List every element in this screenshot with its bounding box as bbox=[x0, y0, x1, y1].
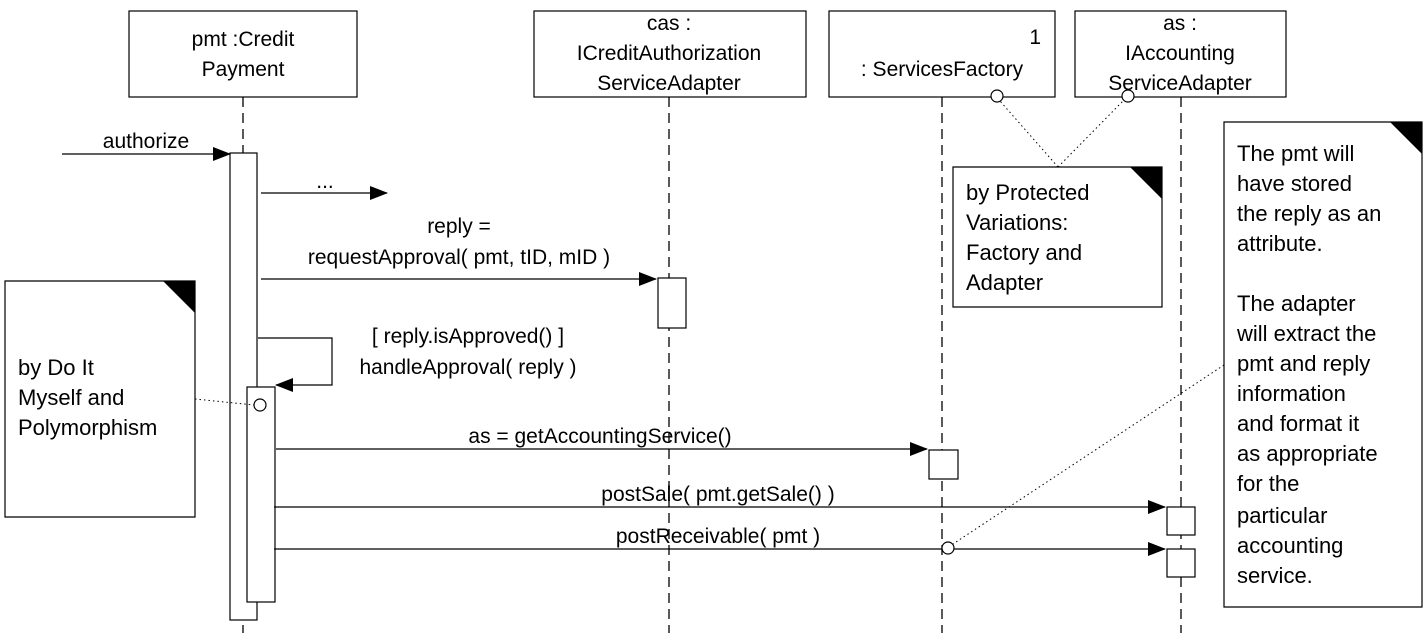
participant-as-line-3: ServiceAdapter bbox=[1108, 72, 1252, 95]
participant-cas: cas : ICreditAuthorization ServiceAdapte… bbox=[533, 10, 807, 98]
note-protected-variations-line-3: Factory and bbox=[966, 240, 1082, 265]
note-adapter-line-1: The pmt will bbox=[1237, 141, 1354, 166]
note-adapter-line-11: as appropriate bbox=[1237, 441, 1378, 466]
note-adapter-line-8: pmt and reply bbox=[1237, 351, 1370, 376]
participant-cas-line-2: ICreditAuthorization bbox=[577, 42, 761, 65]
note-anchor-circle bbox=[253, 398, 267, 412]
note-corner-icon bbox=[1390, 122, 1422, 154]
message-request-approval-line-2: requestApproval( pmt, tID, mID ) bbox=[308, 246, 610, 269]
participant-factory-multiplicity: 1 bbox=[1029, 26, 1041, 49]
note-do-it-myself-line-3: Polymorphism bbox=[18, 415, 157, 440]
participant-factory-label: : ServicesFactory bbox=[861, 58, 1024, 81]
message-handle-approval: [ reply.isApproved() ] handleApproval( r… bbox=[258, 325, 577, 392]
participant-as-line-1: as : bbox=[1163, 12, 1197, 35]
note-connector-do-it-myself bbox=[194, 398, 255, 406]
note-adapter-line-4: attribute. bbox=[1237, 231, 1323, 256]
note-anchor-circle bbox=[1121, 89, 1135, 103]
note-anchor-circle bbox=[990, 89, 1004, 103]
note-connector-as bbox=[1057, 100, 1124, 168]
message-request-approval-line-1: reply = bbox=[427, 215, 491, 238]
note-adapter-line-9: information bbox=[1237, 381, 1346, 406]
note-adapter-line-10: and format it bbox=[1237, 411, 1359, 436]
activation-as-1 bbox=[1166, 506, 1196, 536]
activation-cas bbox=[657, 277, 687, 329]
message-get-accounting-service-label: as = getAccountingService() bbox=[468, 425, 731, 448]
note-do-it-myself: by Do It Myself and Polymorphism bbox=[4, 280, 196, 518]
note-corner-icon bbox=[1130, 167, 1162, 199]
message-authorize-label: authorize bbox=[103, 130, 189, 153]
message-post-receivable-label: postReceivable( pmt ) bbox=[616, 525, 820, 548]
note-adapter: The pmt will have stored the reply as an… bbox=[1223, 121, 1423, 608]
note-protected-variations-line-2: Variations: bbox=[966, 210, 1068, 235]
message-request-approval: reply = requestApproval( pmt, tID, mID ) bbox=[261, 215, 657, 286]
note-adapter-line-13: particular bbox=[1237, 503, 1327, 528]
participant-pmt-line-1: pmt :Credit bbox=[192, 28, 295, 51]
participant-factory: 1 : ServicesFactory bbox=[828, 10, 1056, 98]
note-do-it-myself-line-2: Myself and bbox=[18, 385, 124, 410]
note-protected-variations-line-4: Adapter bbox=[966, 270, 1043, 295]
message-ellipsis-label: ... bbox=[316, 170, 334, 193]
participant-pmt: pmt :Credit Payment bbox=[128, 10, 358, 98]
message-post-sale: postSale( pmt.getSale() ) bbox=[274, 483, 1166, 514]
note-anchor-circle bbox=[941, 541, 955, 555]
note-adapter-line-6: The adapter bbox=[1237, 291, 1356, 316]
note-adapter-line-7: will extract the bbox=[1236, 321, 1376, 346]
activation-factory bbox=[928, 449, 959, 480]
note-adapter-line-3: the reply as an bbox=[1237, 201, 1381, 226]
participant-pmt-line-2: Payment bbox=[202, 58, 285, 81]
message-authorize: authorize bbox=[62, 130, 231, 161]
note-connector-factory bbox=[999, 100, 1059, 168]
activation-pmt-inner bbox=[246, 386, 276, 603]
note-protected-variations-line-1: by Protected bbox=[966, 180, 1090, 205]
message-handle-approval-line-2: handleApproval( reply ) bbox=[359, 356, 576, 379]
message-get-accounting-service: as = getAccountingService() bbox=[276, 425, 928, 456]
participant-as-line-2: IAccounting bbox=[1125, 42, 1235, 65]
message-ellipsis: ... bbox=[261, 170, 388, 200]
note-do-it-myself-line-1: by Do It bbox=[18, 355, 94, 380]
note-adapter-line-14: accounting bbox=[1237, 533, 1343, 558]
activation-as-2 bbox=[1166, 548, 1196, 578]
message-post-receivable: postReceivable( pmt ) bbox=[274, 525, 1166, 556]
participant-as: as : IAccounting ServiceAdapter bbox=[1074, 10, 1287, 98]
note-adapter-line-2: have stored bbox=[1237, 171, 1352, 196]
note-adapter-line-12: for the bbox=[1237, 471, 1299, 496]
message-post-sale-label: postSale( pmt.getSale() ) bbox=[601, 483, 834, 506]
participant-cas-line-3: ServiceAdapter bbox=[597, 72, 741, 95]
note-adapter-line-15: service. bbox=[1237, 563, 1313, 588]
message-handle-approval-line-1: [ reply.isApproved() ] bbox=[372, 325, 564, 348]
note-protected-variations: by Protected Variations: Factory and Ada… bbox=[952, 166, 1163, 308]
note-connector-adapter bbox=[952, 364, 1225, 545]
participant-cas-line-1: cas : bbox=[647, 12, 691, 35]
note-corner-icon bbox=[163, 281, 195, 313]
